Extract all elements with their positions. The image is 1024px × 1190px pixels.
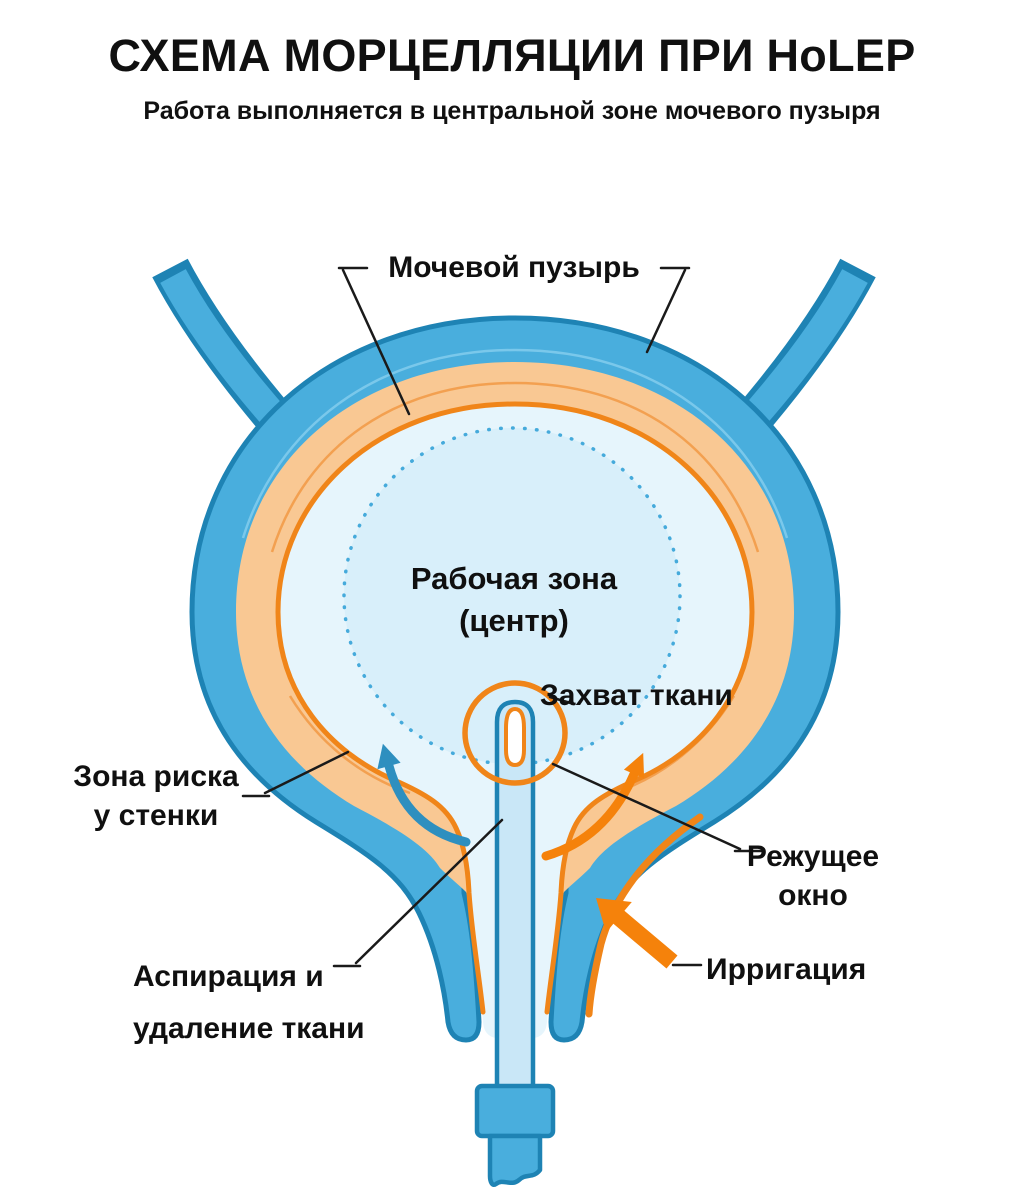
leader-line-cutting-window <box>551 762 763 853</box>
label-cutting-window-line2: окно <box>778 879 848 912</box>
wall-texture-line <box>241 348 789 539</box>
morcellator-handle <box>474 1083 556 1139</box>
capture-zone-circle <box>462 680 568 786</box>
label-bladder: Мочевой пузырь <box>388 251 640 284</box>
label-risk-zone-line1: Зона риска <box>73 760 239 793</box>
label-risk-zone-line2: у стенки <box>93 799 219 832</box>
label-working-zone-line1: Рабочая зона <box>410 561 618 596</box>
irrigation-flow-arrow <box>541 769 639 861</box>
leader-line-bladder <box>337 266 691 416</box>
label-cutting-window: Режущее окно <box>747 837 879 915</box>
label-working-zone: Рабочая зона (центр) <box>411 558 617 642</box>
aspiration-flow-arrow <box>384 761 471 847</box>
label-aspiration: Аспирация и удаление ткани <box>133 951 365 1055</box>
mucosa-texture-line <box>270 381 760 553</box>
morcellator-shaft <box>494 699 536 1093</box>
page-title: СХЕМА МОРЦЕЛЛЯЦИИ ПРИ HoLEP <box>108 30 916 81</box>
label-aspiration-line2: удаление ткани <box>133 1012 365 1045</box>
label-risk-zone: Зона риска у стенки <box>73 757 238 835</box>
mucosa-inner-edge-line <box>275 401 755 1015</box>
label-aspiration-line1: Аспирация и <box>133 960 324 993</box>
irrigation-channel-line <box>585 813 704 1018</box>
irrigation-arrow <box>596 898 678 969</box>
irrigation-flow-arrowhead <box>623 752 645 779</box>
label-working-zone-line2: (центр) <box>459 603 569 638</box>
morcellator-tube-bottom <box>487 1133 543 1187</box>
leader-line-capture <box>548 695 576 706</box>
label-tissue-capture: Захват ткани <box>540 679 733 712</box>
label-cutting-window-line1: Режущее <box>746 840 880 873</box>
label-irrigation: Ирригация <box>706 953 867 986</box>
page-subtitle: Работа выполняется в центральной зоне мо… <box>143 97 881 125</box>
aspiration-flow-arrowhead <box>377 743 401 770</box>
cutting-window-capsule <box>504 706 526 768</box>
leader-line-aspiration <box>332 818 504 968</box>
leader-line-risk-zone <box>241 750 350 798</box>
